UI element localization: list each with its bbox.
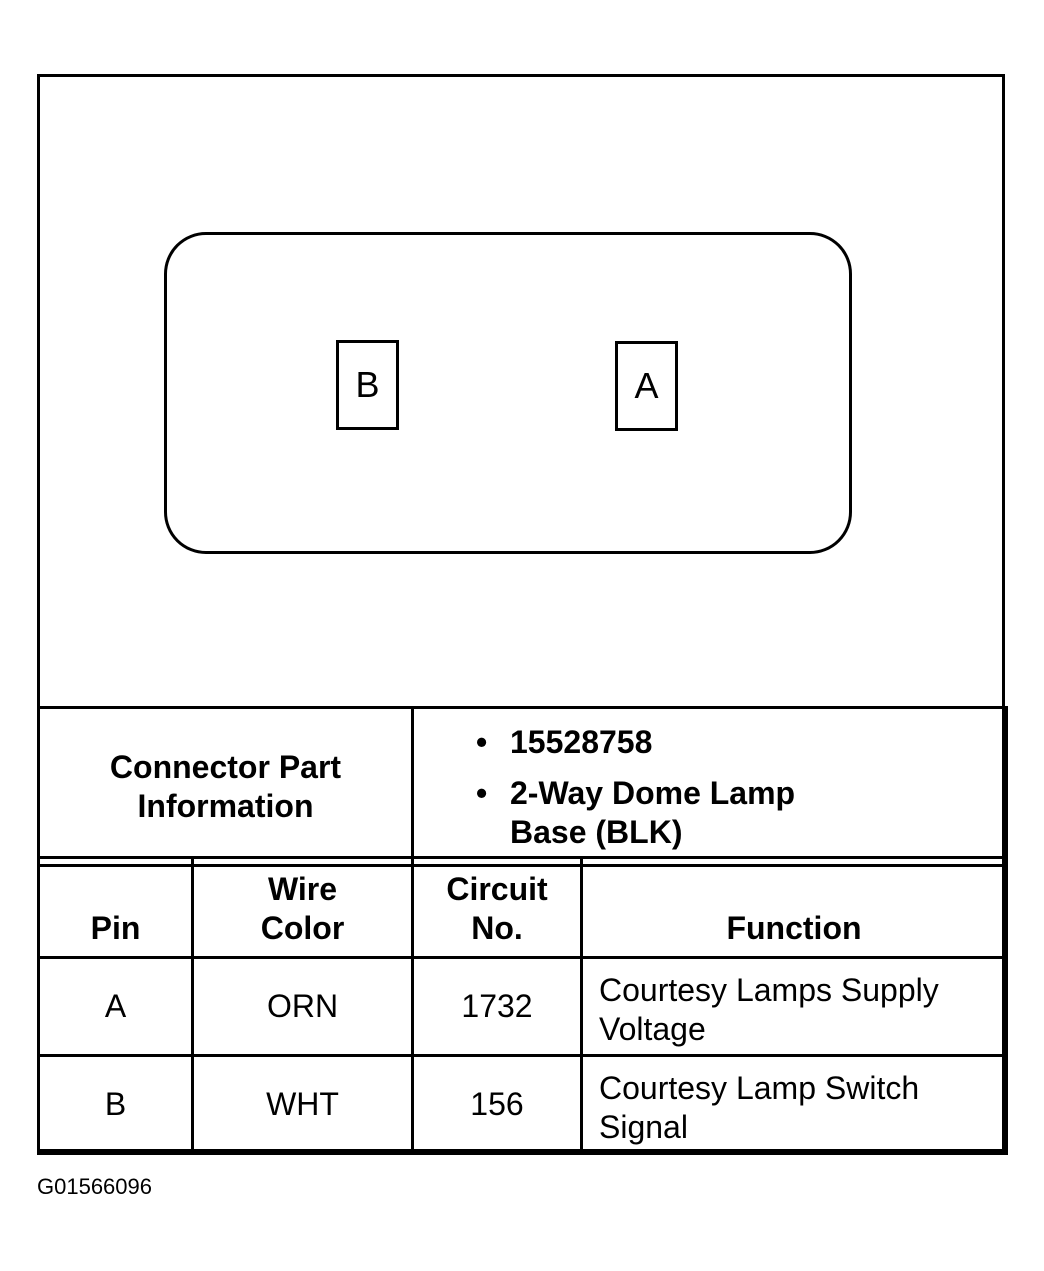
part-number-item: 15528758 xyxy=(476,723,1005,762)
cell-function: Courtesy Lamp Switch Signal xyxy=(580,1054,1008,1155)
cell-circuit: 1732 xyxy=(411,956,583,1057)
cell-function: Courtesy Lamps Supply Voltage xyxy=(580,956,1008,1057)
connector-outline xyxy=(164,232,852,554)
cell-pin: B xyxy=(37,1054,194,1155)
header-wire-color: Wire Color xyxy=(191,856,414,959)
cell-function-line1: Courtesy Lamps Supply xyxy=(599,972,939,1008)
pin-a-terminal: A xyxy=(615,341,678,431)
description-line1: 2-Way Dome Lamp xyxy=(510,775,796,811)
cell-circuit: 156 xyxy=(411,1054,583,1155)
pin-table-header-row: Pin Wire Color Circuit No. Function xyxy=(37,856,1008,959)
cell-wire-color: WHT xyxy=(191,1054,414,1155)
header-wire-color-line1: Wire xyxy=(267,871,338,907)
cell-function-line2: Voltage xyxy=(599,1011,706,1047)
connector-description-item: 2-Way Dome Lamp Base (BLK) xyxy=(476,774,1005,852)
table-row: A ORN 1732 Courtesy Lamps Supply Voltage xyxy=(37,956,1008,1057)
table-row: B WHT 156 Courtesy Lamp Switch Signal xyxy=(37,1054,1008,1155)
header-pin: Pin xyxy=(37,856,194,959)
header-pin-text: Pin xyxy=(90,910,141,946)
header-function-text: Function xyxy=(726,910,862,946)
description-line2: Base (BLK) xyxy=(510,814,683,850)
connector-info-label-cell: Connector Part Information xyxy=(37,706,414,867)
connector-info-label-line1: Connector Part xyxy=(109,748,342,785)
cell-function-line1: Courtesy Lamp Switch xyxy=(599,1070,920,1106)
connector-info-label-line2: Information xyxy=(137,787,314,824)
pin-function-table: Pin Wire Color Circuit No. Function A OR… xyxy=(37,856,1008,1155)
cell-pin: A xyxy=(37,956,194,1057)
connector-info-table: Connector Part Information 15528758 2-Wa… xyxy=(37,706,1008,867)
connector-info-row: Connector Part Information 15528758 2-Wa… xyxy=(37,706,1008,867)
pin-a-label: A xyxy=(634,365,659,406)
pin-b-label: B xyxy=(355,364,380,405)
header-function: Function xyxy=(580,856,1008,959)
connector-info-values-cell: 15528758 2-Way Dome Lamp Base (BLK) xyxy=(411,706,1008,867)
header-circuit: Circuit No. xyxy=(411,856,583,959)
pin-b-terminal: B xyxy=(336,340,399,430)
figure-id: G01566096 xyxy=(37,1174,152,1199)
header-circuit-line2: No. xyxy=(471,910,523,946)
header-wire-color-line2: Color xyxy=(260,910,345,946)
part-number: 15528758 xyxy=(510,724,653,760)
cell-function-line2: Signal xyxy=(599,1109,688,1145)
cell-wire-color: ORN xyxy=(191,956,414,1057)
header-circuit-line1: Circuit xyxy=(446,871,548,907)
connector-info-list: 15528758 2-Way Dome Lamp Base (BLK) xyxy=(476,723,1005,852)
